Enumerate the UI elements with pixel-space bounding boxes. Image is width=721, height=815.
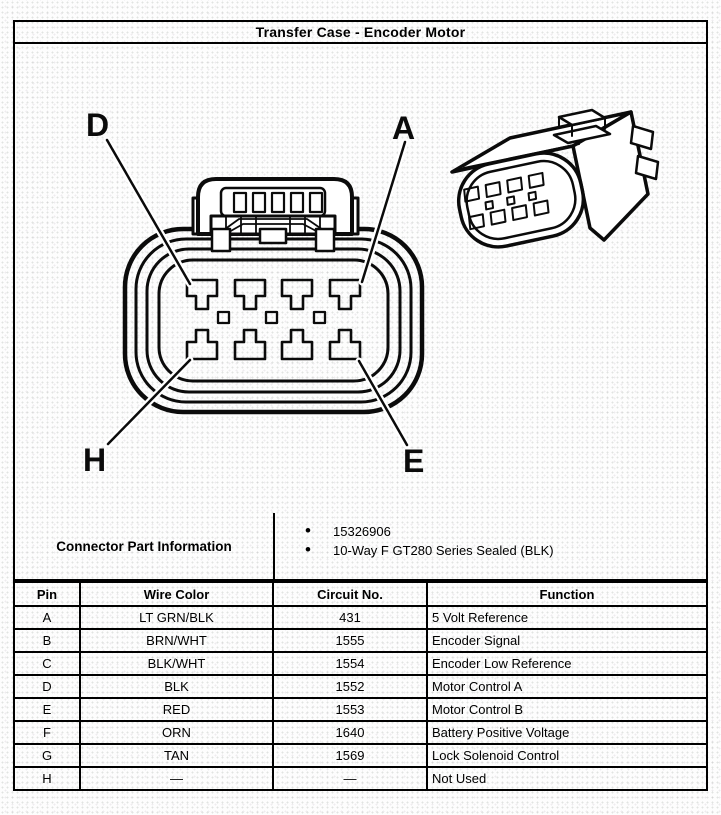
callout-leader-lines (103, 136, 411, 449)
function-cell: Encoder Low Reference (426, 651, 706, 676)
function-cell: 5 Volt Reference (426, 605, 706, 630)
connector-diagram-area: D A H E (15, 44, 706, 513)
mounting-hook-upper (629, 124, 655, 151)
pin-cell: E (15, 697, 81, 722)
function-cell: Motor Control B (426, 697, 706, 722)
circuit-no-cell: 431 (272, 605, 428, 630)
function-cell: Encoder Signal (426, 628, 706, 653)
wire-color-cell: — (79, 766, 274, 789)
function-cell: Not Used (426, 766, 706, 789)
leader-line-h (106, 358, 192, 446)
mating-face-3d (456, 151, 586, 249)
pin-cell: A (15, 605, 81, 630)
connector-info-sheet: Transfer Case - Encoder Motor (13, 20, 708, 791)
leader-line-e (357, 359, 409, 447)
circuit-no-cell: 1554 (272, 651, 428, 676)
wire-color-cell: LT GRN/BLK (79, 605, 274, 630)
circuit-no-cell: 1552 (272, 674, 428, 699)
header-circuit-no: Circuit No. (272, 581, 428, 607)
leader-line-a (360, 140, 407, 284)
pin-cell: D (15, 674, 81, 699)
part-number: 15326906 (333, 524, 391, 539)
circuit-no-cell: 1555 (272, 628, 428, 653)
connector-latch (191, 177, 360, 253)
pin-cell: G (15, 743, 81, 768)
mounting-hook-lower (634, 154, 660, 181)
function-cell: Motor Control A (426, 674, 706, 699)
pin-cell: C (15, 651, 81, 676)
connector-perspective-view (450, 108, 660, 249)
circuit-no-cell: 1640 (272, 720, 428, 745)
circuit-no-cell: 1553 (272, 697, 428, 722)
pin-cell: B (15, 628, 81, 653)
index-key-squares (216, 310, 327, 325)
part-info-label: Connector Part Information (15, 513, 275, 579)
part-number-item: 15326906 (305, 522, 700, 540)
table-header-row: Pin Wire Color Circuit No. Function (15, 581, 706, 607)
function-cell: Battery Positive Voltage (426, 720, 706, 745)
circuit-no-cell: 1569 (272, 743, 428, 768)
connector-part-information-section: Connector Part Information 15326906 10-W… (15, 513, 706, 581)
wire-color-cell: BLK/WHT (79, 651, 274, 676)
table-row: H——Not Used (15, 766, 706, 789)
header-pin: Pin (15, 581, 81, 607)
circuit-no-cell: — (272, 766, 428, 789)
latch-3d (552, 108, 612, 145)
connector-series-item: 10-Way F GT280 Series Sealed (BLK) (305, 541, 700, 559)
pin-callout-h: H (83, 442, 106, 478)
wire-color-cell: RED (79, 697, 274, 722)
terminal-cavities-top-row (185, 278, 362, 311)
pin-callout-e: E (403, 443, 424, 479)
leader-line-d (105, 138, 192, 286)
connector-front-view-diagram: D A H E (83, 107, 660, 479)
connector-series: 10-Way F GT280 Series Sealed (BLK) (333, 543, 554, 558)
function-cell: Lock Solenoid Control (426, 743, 706, 768)
wire-color-cell: BRN/WHT (79, 628, 274, 653)
terminal-cavities-bottom-row (185, 328, 362, 361)
wire-color-cell: BLK (79, 674, 274, 699)
header-wire-color: Wire Color (79, 581, 274, 607)
pin-cell: H (15, 766, 81, 789)
part-info-bullet-list: 15326906 10-Way F GT280 Series Sealed (B… (275, 513, 706, 579)
page-title: Transfer Case - Encoder Motor (15, 22, 706, 44)
pin-callout-a: A (392, 110, 415, 146)
wire-color-cell: ORN (79, 720, 274, 745)
header-function: Function (426, 581, 706, 607)
pin-cell: F (15, 720, 81, 745)
wire-color-cell: TAN (79, 743, 274, 768)
pin-callout-d: D (86, 107, 109, 143)
